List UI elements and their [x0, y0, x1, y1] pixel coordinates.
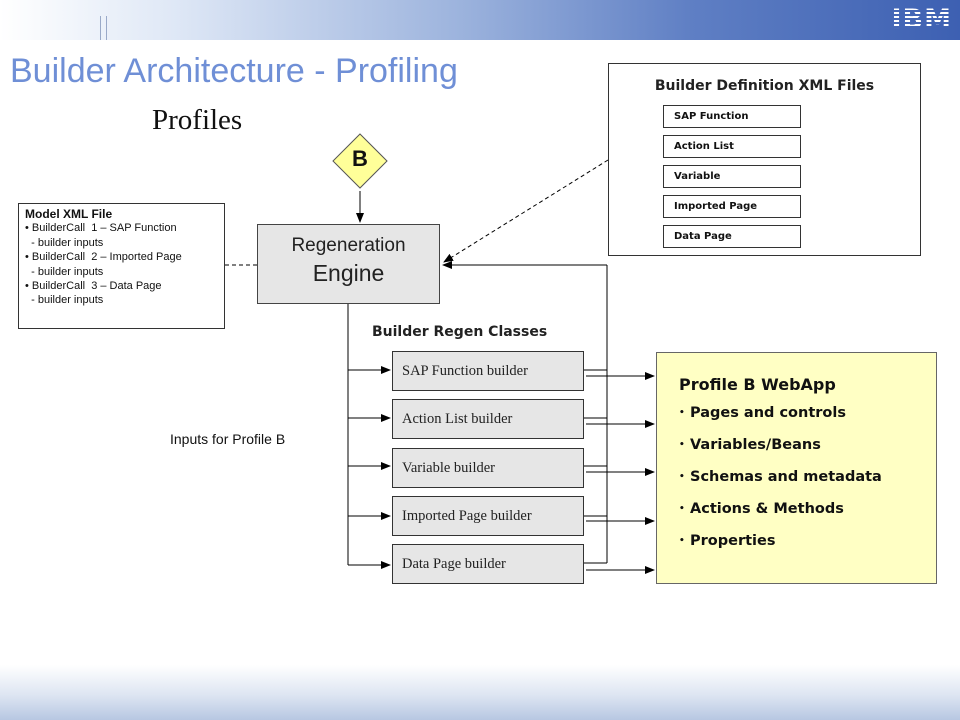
inputs-label: Inputs for Profile B [170, 431, 286, 447]
dashed-definitions-to-engine [443, 159, 609, 263]
builder-definitions-box: Builder Definition XML Files SAP Functio… [608, 63, 921, 256]
definition-item: Variable [663, 165, 801, 188]
regeneration-engine-box: Regeneration Engine [257, 224, 440, 304]
webapp-heading: Profile B WebApp [679, 375, 836, 394]
webapp-item-label: Actions & Methods [690, 501, 844, 517]
definition-item: Data Page [663, 225, 801, 248]
footer-band [0, 665, 960, 720]
bullet: • [679, 536, 685, 546]
diamond-shape [332, 133, 388, 189]
ibm-logo: IBM [891, 4, 952, 35]
webapp-item: • Pages and controls [679, 401, 936, 433]
regen-classes-heading: Builder Regen Classes [372, 324, 548, 340]
definition-item: Action List [663, 135, 801, 158]
model-xml-line: - builder inputs [25, 265, 104, 278]
profile-b-label: B [352, 146, 368, 171]
model-xml-line: - builder inputs [25, 236, 104, 249]
webapp-item: • Properties [679, 529, 936, 561]
builder-class-box: Action List builder [392, 399, 584, 439]
bullet: • [679, 408, 685, 418]
header-bar: IBM [0, 0, 960, 40]
builder-class-box: Imported Page builder [392, 496, 584, 536]
webapp-item-label: Properties [690, 533, 776, 549]
webapp-item: • Schemas and metadata [679, 465, 936, 497]
webapp-item: • Variables/Beans [679, 433, 936, 465]
webapp-item-label: Schemas and metadata [690, 469, 882, 485]
definitions-heading: Builder Definition XML Files [654, 78, 875, 94]
definition-item: Imported Page [663, 195, 801, 218]
model-xml-line: • BuilderCall 2 – Imported Page [25, 251, 182, 264]
bullet: • [679, 504, 685, 514]
regen-engine-line2: Engine [312, 260, 385, 286]
builder-class-box: Data Page builder [392, 544, 584, 584]
webapp-box: Profile B WebApp • Pages and controls • Va… [656, 352, 937, 584]
model-xml-line: • BuilderCall 3 – Data Page [25, 280, 162, 293]
builder-class-box: Variable builder [392, 448, 584, 488]
profile-b-diamond: B [332, 133, 388, 189]
page-title: Builder Architecture - Profiling [10, 52, 458, 90]
bullet: • [679, 472, 685, 482]
definition-item: SAP Function [663, 105, 801, 128]
header-divider [100, 16, 101, 40]
model-xml-line: - builder inputs [25, 294, 104, 307]
bullet: • [679, 440, 685, 450]
model-xml-box: Model XML File • BuilderCall 1 – SAP Fun… [18, 203, 225, 329]
model-xml-line: • BuilderCall 1 – SAP Function [25, 222, 177, 235]
page-subtitle: Profiles [152, 104, 243, 136]
header-divider [106, 16, 107, 40]
regen-engine-line1: Regeneration [291, 235, 406, 256]
builder-class-box: SAP Function builder [392, 351, 584, 391]
webapp-item-label: Pages and controls [690, 405, 846, 421]
webapp-item: • Actions & Methods [679, 497, 936, 529]
model-xml-heading: Model XML File [25, 207, 113, 221]
webapp-item-label: Variables/Beans [690, 437, 821, 453]
